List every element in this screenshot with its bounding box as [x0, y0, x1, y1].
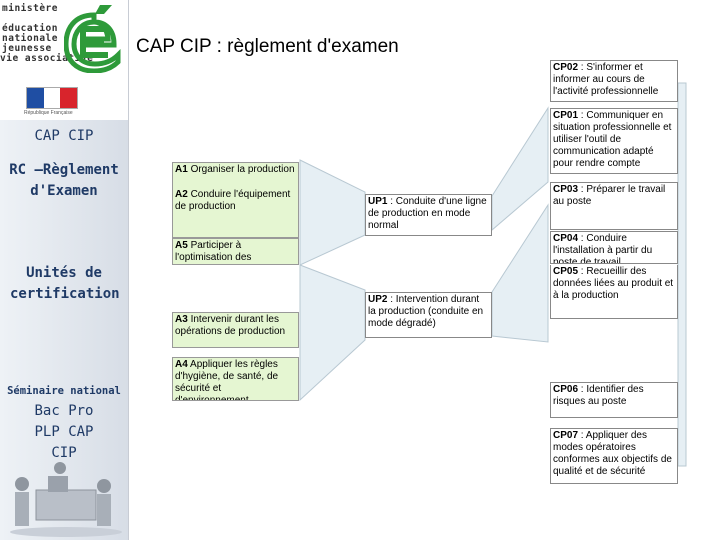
- sidebar-item-reglement: RC –Règlement d'Examen: [9, 162, 119, 199]
- activity-line: A5 Participer à l'optimisation des opéra…: [175, 240, 252, 263]
- competence-box-cp03: CP03 : Préparer le travail au poste: [550, 182, 678, 230]
- e-logo-icon: [64, 5, 121, 73]
- competence-box-cp04: CP04 : Conduire l'installation à partir …: [550, 231, 678, 264]
- connector-activities-up1: [299, 159, 366, 266]
- activity-box-a2: A2 Conduire l'équipement de production: [172, 188, 299, 238]
- connector-up1-competences: [491, 106, 549, 232]
- flag-caption: République Française: [24, 110, 73, 116]
- competence-box-cp06: CP06 : Identifier des risques au poste: [550, 382, 678, 418]
- activity-line: A1 Organiser la production: [175, 164, 295, 175]
- activity-line: A4 Appliquer les règles d'hygiène, de sa…: [175, 359, 279, 401]
- workers-illustration: [10, 462, 122, 537]
- unit-box-up2: UP2 : Intervention durant la production …: [365, 292, 492, 338]
- sidebar-item-bac-pro: Bac Pro PLP CAP CIP: [34, 403, 94, 461]
- competence-box-cp05: CP05 : Recueillir des données liées au p…: [550, 265, 678, 319]
- ministry-line: vie associative: [0, 53, 94, 64]
- activity-box-a5: A5 Participer à l'optimisation des opéra…: [172, 238, 299, 265]
- connector-up2-competences: [491, 203, 549, 343]
- competence-box-cp01: CP01 : Communiquer en situation professi…: [550, 108, 678, 174]
- sidebar-item-unites: Unités de certification: [10, 265, 120, 302]
- activity-line: A3 Intervenir durant les opérations de p…: [175, 314, 286, 337]
- activity-line: A2 Conduire l'équipement de production: [175, 189, 291, 212]
- activity-box-a3: A3 Intervenir durant les opérations de p…: [172, 312, 299, 348]
- ministry-line: nationale: [2, 33, 58, 44]
- ministry-logo: ministère éducation nationale jeunesse v…: [0, 0, 128, 120]
- competence-box-cp02: CP02 : S'informer et informer au cours d…: [550, 60, 678, 102]
- ministry-line: ministère: [2, 3, 58, 14]
- page-title: CAP CIP : règlement d'examen: [136, 36, 399, 57]
- connector-activities-up2: [299, 264, 366, 402]
- connector-side-bar: [677, 82, 687, 467]
- activity-box-a4: A4 Appliquer les règles d'hygiène, de sa…: [172, 357, 299, 401]
- competence-box-cp07: CP07 : Appliquer des modes opératoires c…: [550, 428, 678, 484]
- ministry-line: jeunesse: [2, 43, 52, 54]
- sidebar-item-cap-cip: CAP CIP: [34, 128, 94, 144]
- ministry-line: éducation: [2, 23, 58, 34]
- republique-flag-icon: [26, 87, 78, 109]
- sidebar: ministère éducation nationale jeunesse v…: [0, 0, 129, 540]
- unit-box-up1: UP1 : Conduite d'une ligne de production…: [365, 194, 492, 236]
- sidebar-item-seminaire: Séminaire national: [7, 385, 121, 397]
